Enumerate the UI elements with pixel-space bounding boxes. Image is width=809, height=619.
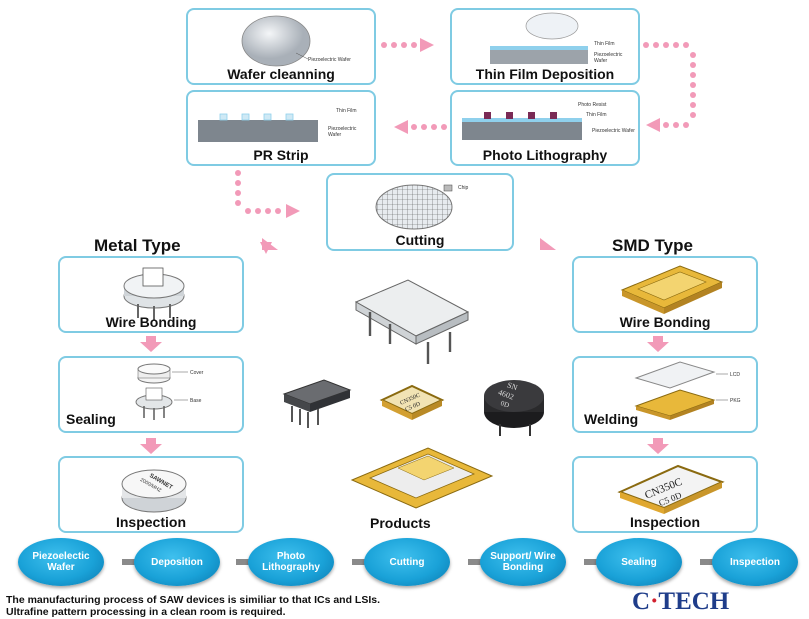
dip-component-icon bbox=[282, 379, 352, 428]
caption-thin-film-deposition: Thin Film Deposition bbox=[475, 66, 615, 82]
smd-package-icon bbox=[620, 265, 724, 314]
flow-step-2-label: Deposition bbox=[151, 556, 203, 568]
piezoelectric-label: Piezoelectric bbox=[328, 126, 357, 132]
flow-step-1-label: Piezoelectic Wafer bbox=[32, 551, 90, 573]
flow-step-5: Support/ Wire Bonding bbox=[480, 538, 566, 586]
lcd-label: LCD bbox=[730, 372, 740, 378]
base-label: Base bbox=[190, 398, 202, 404]
wafer-label: Wafer bbox=[328, 132, 341, 138]
caption-smd-wire-bonding: Wire Bonding bbox=[619, 314, 711, 330]
large-smd-product-icon bbox=[350, 447, 494, 509]
flow-step-4: Cutting bbox=[364, 538, 450, 586]
flow-step-5-label: Support/ Wire Bonding bbox=[490, 551, 556, 573]
piezoelectric-label: Piezoelectric bbox=[594, 52, 623, 58]
smd-welding: LCD PKG Welding bbox=[572, 356, 758, 433]
step-pr-strip: Thin Film Piezoelectric Wafer PR Strip bbox=[186, 90, 376, 166]
welding-icon: LCD PKG bbox=[634, 361, 741, 420]
smd-inspection: CN350C C5 0D Inspection bbox=[572, 456, 758, 533]
logo-right: TECH bbox=[658, 588, 730, 615]
sealing-icon: Cover Base bbox=[135, 363, 204, 420]
wafer-label: Piezoelectric Wafer bbox=[308, 57, 351, 63]
thin-film-label: Thin Film bbox=[586, 112, 607, 118]
caption-pr-strip: PR Strip bbox=[253, 147, 309, 163]
flow-step-1: Piezoelectic Wafer bbox=[18, 538, 104, 586]
logo-left: C bbox=[632, 588, 651, 615]
smd-type-heading: SMD Type bbox=[612, 236, 693, 255]
lithography-icon: Photo Resist Thin Film Piezoelectric Waf… bbox=[462, 102, 635, 140]
cover-label: Cover bbox=[190, 370, 204, 376]
pr-strip-icon: Thin Film Piezoelectric Wafer bbox=[198, 108, 357, 142]
footer-note-line-1: The manufacturing process of SAW devices… bbox=[6, 594, 381, 606]
flow-step-3: Photo Lithography bbox=[248, 538, 334, 586]
film-stack-icon: Thin Film Piezoelectric Wafer bbox=[490, 12, 623, 64]
caption-cutting: Cutting bbox=[395, 232, 445, 248]
ctech-logo: C·TECH bbox=[632, 588, 729, 616]
step-thin-film-deposition: Thin Film Piezoelectric Wafer Thin Film … bbox=[450, 8, 640, 85]
metal-inspection: SAWNET 2000/MHZ Inspection bbox=[58, 456, 244, 533]
thin-film-label: Thin Film bbox=[594, 41, 615, 47]
inspected-can-icon: SAWNET 2000/MHZ bbox=[121, 469, 187, 513]
caption-wafer-cleaning: Wafer cleanning bbox=[227, 66, 335, 82]
caption-metal-wire-bonding: Wire Bonding bbox=[105, 314, 197, 330]
lead-frame-icon bbox=[354, 279, 470, 364]
flow-step-6-label: Sealing bbox=[621, 556, 657, 568]
round-can-icon bbox=[123, 267, 185, 320]
flow-step-4-label: Cutting bbox=[389, 556, 425, 568]
chip-label: Chip bbox=[458, 185, 469, 191]
logo-dot: · bbox=[650, 588, 659, 615]
caption-smd-inspection: Inspection bbox=[629, 514, 700, 530]
photo-resist-label: Photo Resist bbox=[578, 102, 607, 108]
caption-smd-welding: Welding bbox=[584, 411, 639, 427]
flow-step-3-label: Photo Lithography bbox=[262, 551, 320, 573]
step-wafer-cleaning: Piezoelectric Wafer Wafer cleanning bbox=[186, 8, 376, 85]
caption-products: Products bbox=[370, 515, 431, 531]
flow-step-7-label: Inspection bbox=[729, 556, 780, 568]
metal-wire-bonding: Wire Bonding bbox=[58, 256, 244, 333]
products-illustration: CN350C C5 0D SN 4602 0D bbox=[282, 279, 544, 509]
flow-step-2: Deposition bbox=[134, 538, 220, 586]
step-photo-lithography: Photo Resist Thin Film Piezoelectric Waf… bbox=[450, 90, 640, 166]
small-smd-product-icon: CN350C C5 0D bbox=[379, 384, 445, 420]
flow-step-7: Inspection bbox=[712, 538, 798, 586]
inspected-smd-icon: CN350C C5 0D bbox=[617, 464, 725, 514]
wafer-label: Wafer bbox=[594, 58, 607, 64]
step-cutting: Chip Cutting bbox=[326, 173, 514, 251]
round-marking-3: 0D bbox=[499, 399, 510, 409]
diced-wafer-icon: Chip bbox=[375, 184, 469, 230]
round-marking-1: SN bbox=[506, 380, 519, 392]
piezoelectric-label: Piezoelectric Wafer bbox=[592, 128, 635, 134]
metal-type-heading: Metal Type bbox=[94, 236, 181, 255]
metal-sealing: Cover Base Sealing bbox=[58, 356, 244, 433]
smd-wire-bonding: Wire Bonding bbox=[572, 256, 758, 333]
round-black-product-icon: SN 4602 0D bbox=[484, 380, 544, 436]
thin-film-label: Thin Film bbox=[336, 108, 357, 114]
flow-step-6: Sealing bbox=[596, 538, 682, 586]
footer-note-line-2: Ultrafine pattern processing in a clean … bbox=[6, 606, 286, 618]
caption-metal-inspection: Inspection bbox=[115, 514, 186, 530]
caption-photo-lithography: Photo Lithography bbox=[482, 147, 608, 163]
caption-metal-sealing: Sealing bbox=[66, 411, 116, 427]
wafer-icon: Piezoelectric Wafer bbox=[241, 15, 351, 67]
pkg-label: PKG bbox=[730, 398, 741, 404]
